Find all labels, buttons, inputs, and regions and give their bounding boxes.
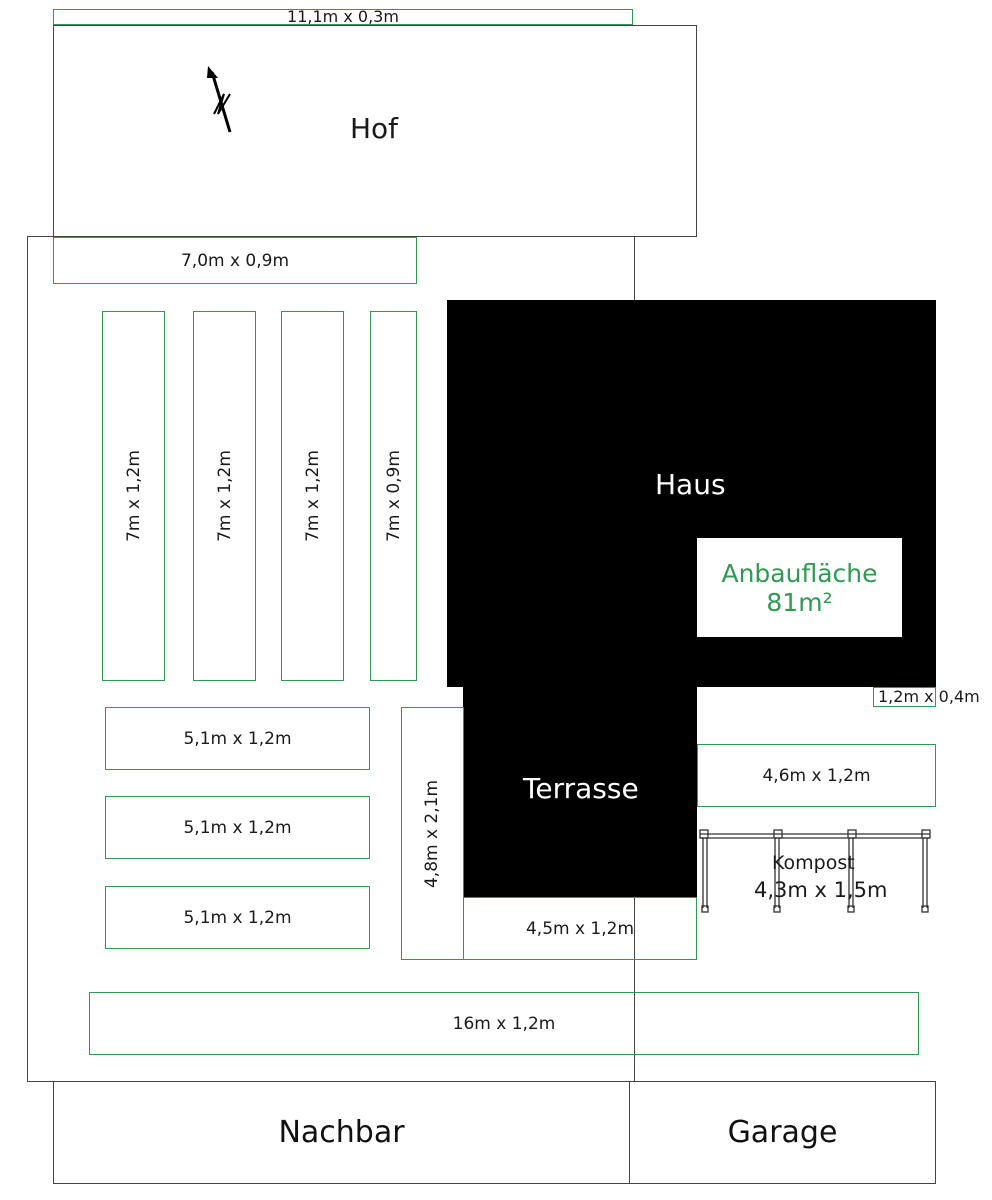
kompost-frame-icon [699,829,931,913]
nachbar-area: Nachbar [53,1081,630,1184]
terrasse-area: Terrasse [463,686,697,898]
bed-horizontal-2-label: 5,1m x 1,2m [183,817,292,838]
bed-right-label: 4,6m x 1,2m [762,765,871,786]
bed-vertical-3: 7m x 1,2m [281,311,344,681]
kompost-size: 4,3m x 1,5m [754,878,888,902]
bed-horizontal-3: 5,1m x 1,2m [105,886,370,949]
strip-small-right-label: 1,2m x 0,4m [878,687,980,706]
garage-label: Garage [727,1115,838,1150]
bed-horizontal-1-label: 5,1m x 1,2m [183,728,292,749]
nachbar-label: Nachbar [278,1115,405,1150]
bed-vertical-3-label: 7m x 1,2m [302,450,323,542]
haus-label: Haus [655,468,726,501]
bed-vertical-4: 7m x 0,9m [370,311,417,681]
hof-area: Hof [53,25,697,237]
bed-horizontal-1: 5,1m x 1,2m [105,707,370,770]
anbau-value: 81 [766,587,799,617]
anbau-label: Anbaufläche [721,558,878,588]
strip-top: 11,1m x 0,3m [53,9,633,25]
anbau-box: Anbaufläche 81m² [696,537,903,638]
strip-hof-edge-label: 7,0m x 0,9m [180,250,290,271]
terrasse-label: Terrasse [523,772,639,805]
anbau-area: 81m² [766,588,832,617]
kompost-label: Kompost [772,852,855,874]
bed-tall: 4,8m x 2,1m [401,707,464,960]
bed-vertical-1: 7m x 1,2m [102,311,165,681]
bed-horizontal-2: 5,1m x 1,2m [105,796,370,859]
strip-hof-edge: 7,0m x 0,9m [53,237,417,284]
north-arrow-icon [207,66,232,133]
kompost-area: Kompost 4,3m x 1,5m [698,828,938,920]
bed-terrasse: 4,5m x 1,2m [463,897,697,960]
anbau-unit: m² [798,587,833,617]
bed-vertical-1-label: 7m x 1,2m [123,450,144,542]
strip-bottom-label: 16m x 1,2m [452,1013,556,1034]
bed-vertical-2-label: 7m x 1,2m [214,450,235,542]
bed-terrasse-label: 4,5m x 1,2m [525,918,635,939]
strip-bottom: 16m x 1,2m [89,992,919,1055]
strip-small-right [873,687,936,707]
strip-top-label: 11,1m x 0,3m [287,7,399,26]
garage-area: Garage [629,1081,936,1184]
bed-vertical-2: 7m x 1,2m [193,311,256,681]
bed-tall-label: 4,8m x 2,1m [422,779,443,888]
bed-right: 4,6m x 1,2m [697,744,936,807]
bed-vertical-4-label: 7m x 0,9m [383,450,404,542]
hof-label: Hof [350,112,399,145]
bed-horizontal-3-label: 5,1m x 1,2m [183,907,292,928]
